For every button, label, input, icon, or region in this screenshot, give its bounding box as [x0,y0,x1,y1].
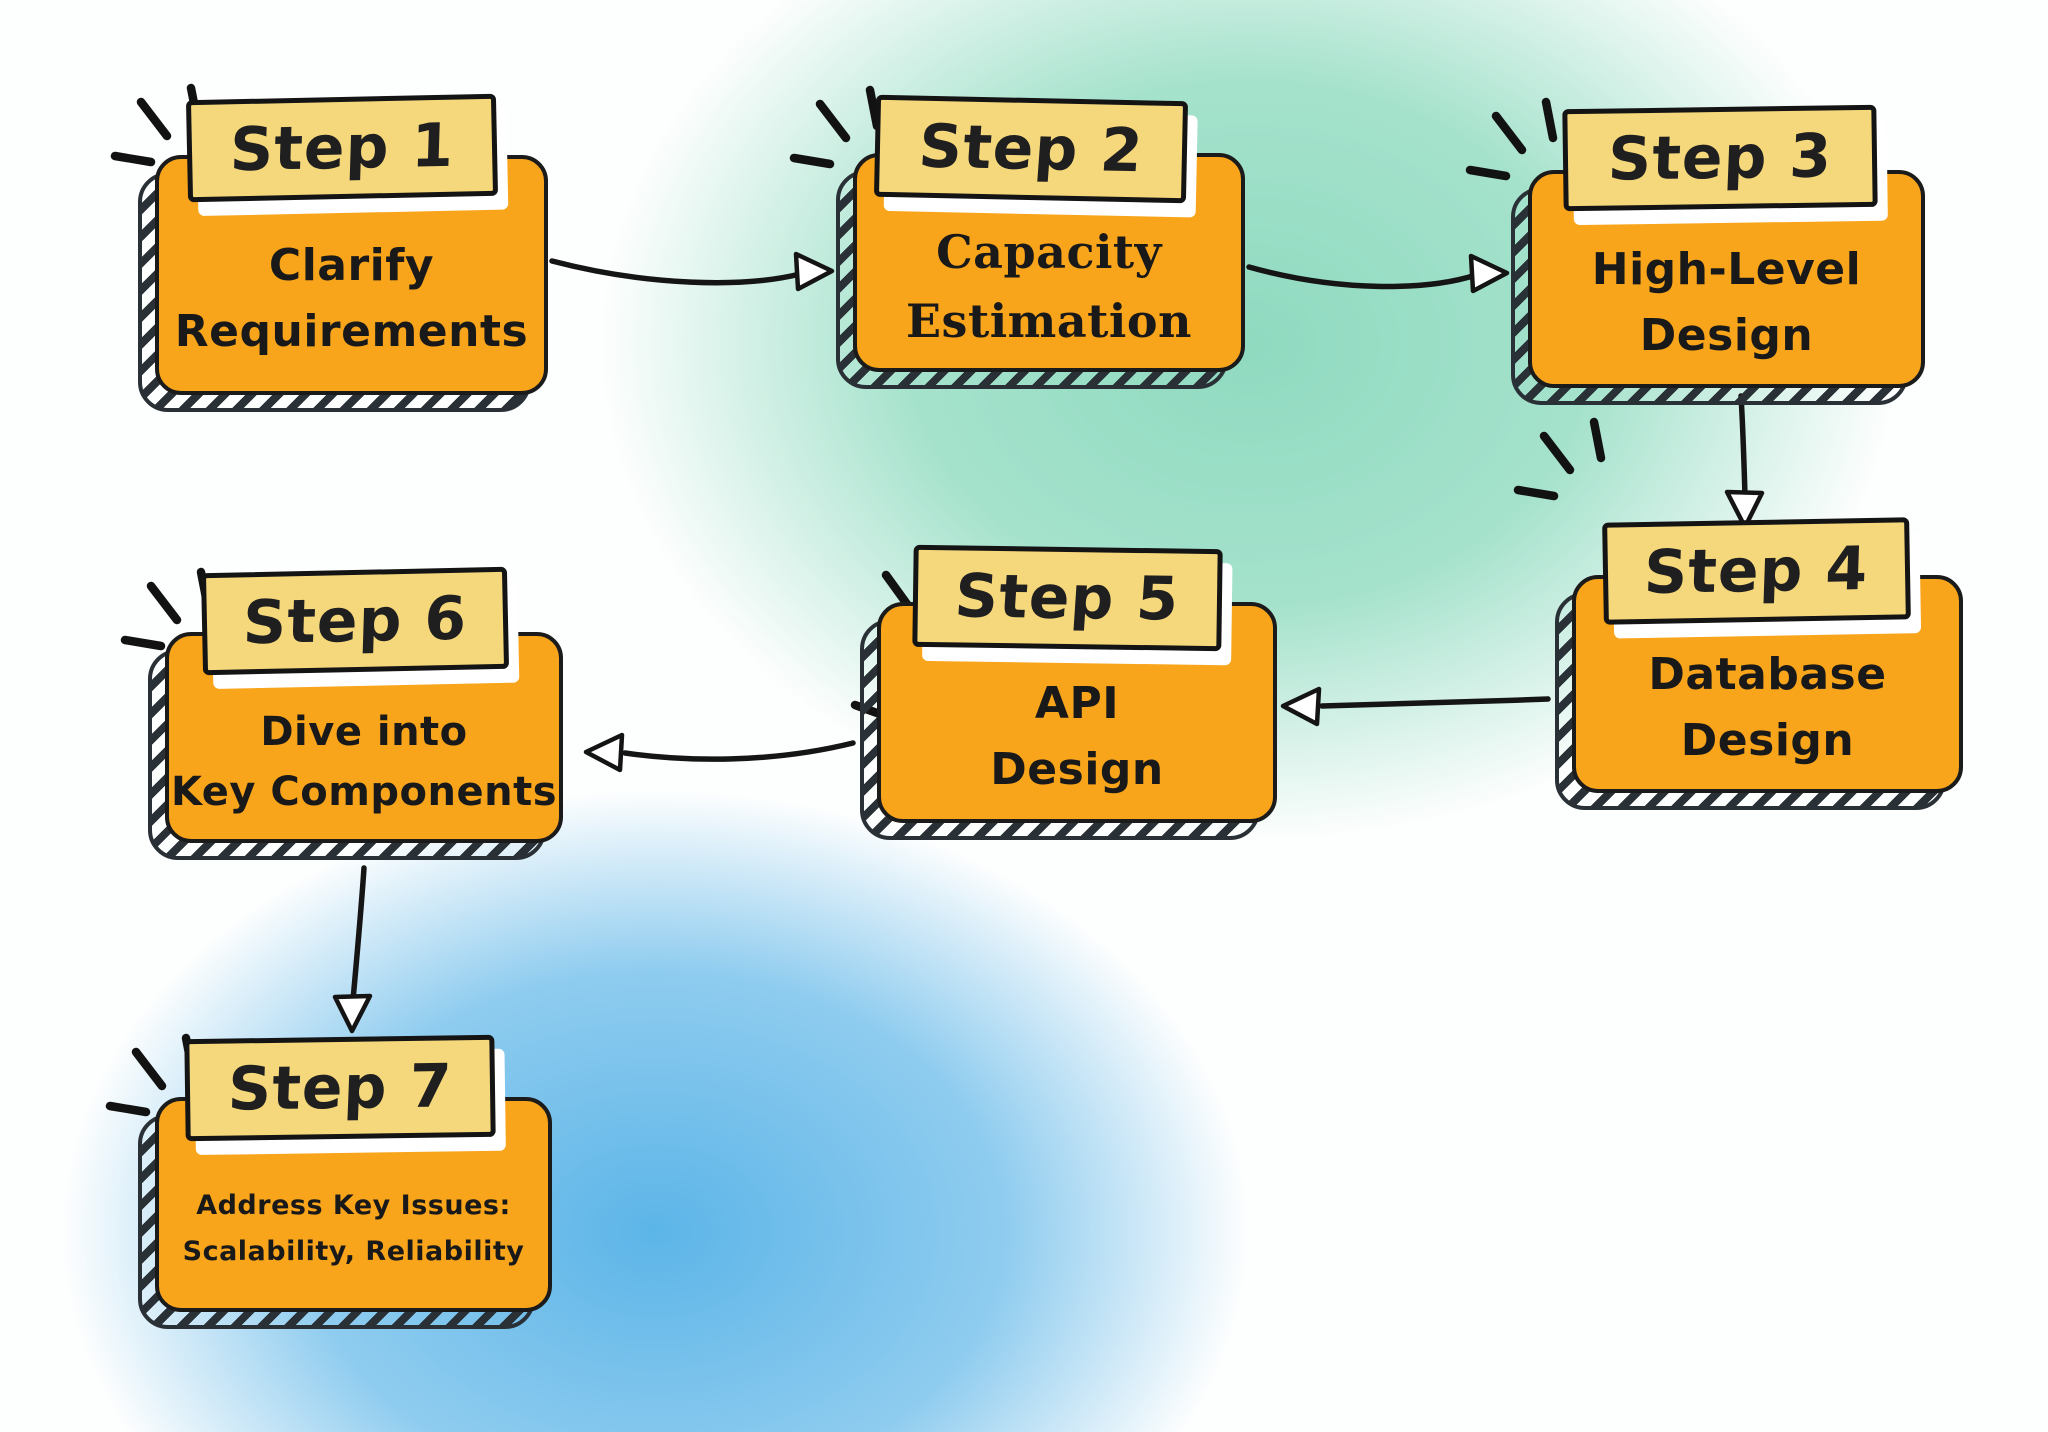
arrow-step6-to-step7 [350,865,367,1003]
step-1-label-text: Step 1 [228,110,456,186]
step-3-label: Step 3 [1562,104,1878,212]
step-2-text-line-2: Estimation [905,293,1192,348]
arrowhead-step4-to-step5 [1280,686,1322,727]
step-3-text-line-2: Design [1639,310,1814,361]
step-5-text-line-2: Design [990,743,1164,795]
step-5-label: Step 5 [912,544,1223,652]
step-2-label-text: Step 2 [916,111,1146,187]
step-7-text-line-1: Address Key Issues: [196,1189,511,1221]
step-6-label-text: Step 6 [241,583,469,659]
arrowhead-step1-to-step2 [793,251,835,292]
arrow-step5-to-step6 [622,740,856,762]
step-2-label: Step 2 [873,94,1189,204]
step-5-text-line-1: API [1034,677,1120,729]
sparkle-step-4-icon [1513,417,1606,501]
step-1-node: Clarify Requirements Step 1 [138,93,548,412]
step-4-label-text: Step 4 [1643,534,1870,608]
arrow-step2-to-step3 [1246,264,1479,290]
step-7-label-text: Step 7 [226,1051,454,1125]
step-6-node: Dive into Key Components Step 6 [148,566,563,860]
step-2-text-line-1: Capacity [936,224,1162,279]
step-6-text-line-2: Key Components [170,768,558,815]
step-6-text-line-1: Dive into [260,708,468,755]
step-1-text-line-2: Requirements [174,306,529,357]
sparkle-step-3-icon [1465,97,1558,181]
arrow-step1-to-step2 [549,258,803,286]
step-3-label-text: Step 3 [1606,121,1834,195]
arrowhead-step6-to-step7 [332,993,373,1034]
step-7-node: Address Key Issues: Scalability, Reliabi… [138,1034,552,1329]
arrowhead-step2-to-step3 [1468,253,1510,294]
step-4-node: Database Design Step 4 [1555,517,1963,810]
arrowhead-step5-to-step6 [583,732,625,773]
step-3-text-line-1: High-Level [1591,244,1862,295]
step-5-node: API Design Step 5 [860,544,1277,840]
step-2-node: Capacity Estimation Step 2 [836,94,1245,389]
step-4-text-line-2: Design [1680,715,1855,766]
step-1-label: Step 1 [185,93,499,203]
step-1-text-line-1: Clarify [268,240,435,291]
step-4-label: Step 4 [1602,517,1911,625]
step-4-text-line-1: Database [1648,649,1887,700]
step-5-label-text: Step 5 [953,561,1182,635]
arrow-step3-to-step4 [1738,393,1748,499]
step-3-node: High-Level Design Step 3 [1511,104,1925,405]
step-7-label: Step 7 [184,1034,496,1142]
arrow-step4-to-step5 [1319,696,1551,709]
step-7-text-line-2: Scalability, Reliability [182,1235,525,1267]
step-6-label: Step 6 [200,566,510,676]
